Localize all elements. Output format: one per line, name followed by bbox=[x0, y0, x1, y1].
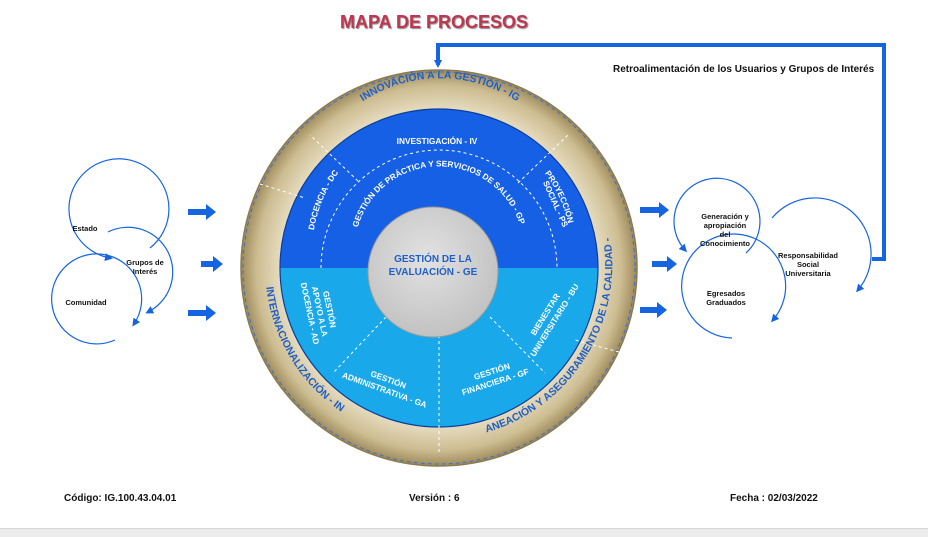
circle-egresados bbox=[681, 233, 787, 339]
input-label-grupos-line1: Grupos de bbox=[126, 258, 164, 267]
circle-generacion bbox=[673, 177, 761, 254]
output-arrow-1 bbox=[640, 202, 669, 218]
upper-half-disc bbox=[280, 109, 598, 268]
footer-version: Versión : 6 bbox=[409, 493, 460, 504]
core-label-line2: EVALUACIÓN - GE bbox=[389, 265, 478, 278]
input-arrow-1 bbox=[188, 204, 216, 220]
circle-estado bbox=[68, 158, 170, 262]
core-label-line1: GESTIÓN DE LA bbox=[394, 252, 472, 265]
input-label-estado: Estado bbox=[72, 224, 97, 233]
input-label-grupos-line2: Interés bbox=[133, 267, 158, 276]
output-label-responsabilidad-line3: Universitaria bbox=[785, 269, 831, 278]
output-label-egresados-line1: Egresados bbox=[707, 289, 745, 298]
circle-responsabilidad bbox=[771, 197, 872, 293]
circle-grupos bbox=[107, 226, 174, 314]
footer-code: Código: IG.100.43.04.01 bbox=[64, 493, 177, 504]
outer-ring-dashed-edge bbox=[242, 71, 636, 465]
output-label-generacion-line1: Generación y bbox=[701, 212, 749, 221]
output-arrow-3 bbox=[640, 302, 667, 318]
sector-dividers bbox=[259, 134, 620, 455]
core-circle bbox=[367, 206, 499, 338]
input-label-comunidad: Comunidad bbox=[65, 298, 107, 307]
bottom-strip bbox=[0, 528, 928, 537]
output-label-responsabilidad-line1: Responsabilidad bbox=[778, 251, 838, 260]
page-title: MAPA DE PROCESOS bbox=[339, 12, 529, 32]
sector-label-investigacion: INVESTIGACIÓN - IV bbox=[397, 135, 478, 146]
input-arrow-3 bbox=[188, 305, 216, 321]
circle-comunidad bbox=[51, 253, 143, 345]
output-arrows bbox=[640, 202, 677, 318]
right-output-cycle bbox=[673, 177, 872, 339]
footer-date: Fecha : 02/03/2022 bbox=[730, 493, 818, 504]
input-arrow-2 bbox=[201, 256, 223, 272]
input-arrows bbox=[188, 204, 223, 321]
output-label-generacion-line2: apropiación bbox=[704, 221, 747, 230]
left-input-cycle bbox=[51, 158, 174, 345]
output-label-generacion-line3: del bbox=[720, 230, 731, 239]
output-arrow-2 bbox=[652, 256, 677, 272]
feedback-arrow bbox=[434, 43, 886, 261]
output-label-responsabilidad-line2: Social bbox=[797, 260, 819, 269]
feedback-label: Retroalimentación de los Usuarios y Grup… bbox=[613, 64, 875, 75]
output-label-egresados-line2: Graduados bbox=[706, 298, 746, 307]
output-label-generacion-line4: Conocimiento bbox=[700, 239, 750, 248]
